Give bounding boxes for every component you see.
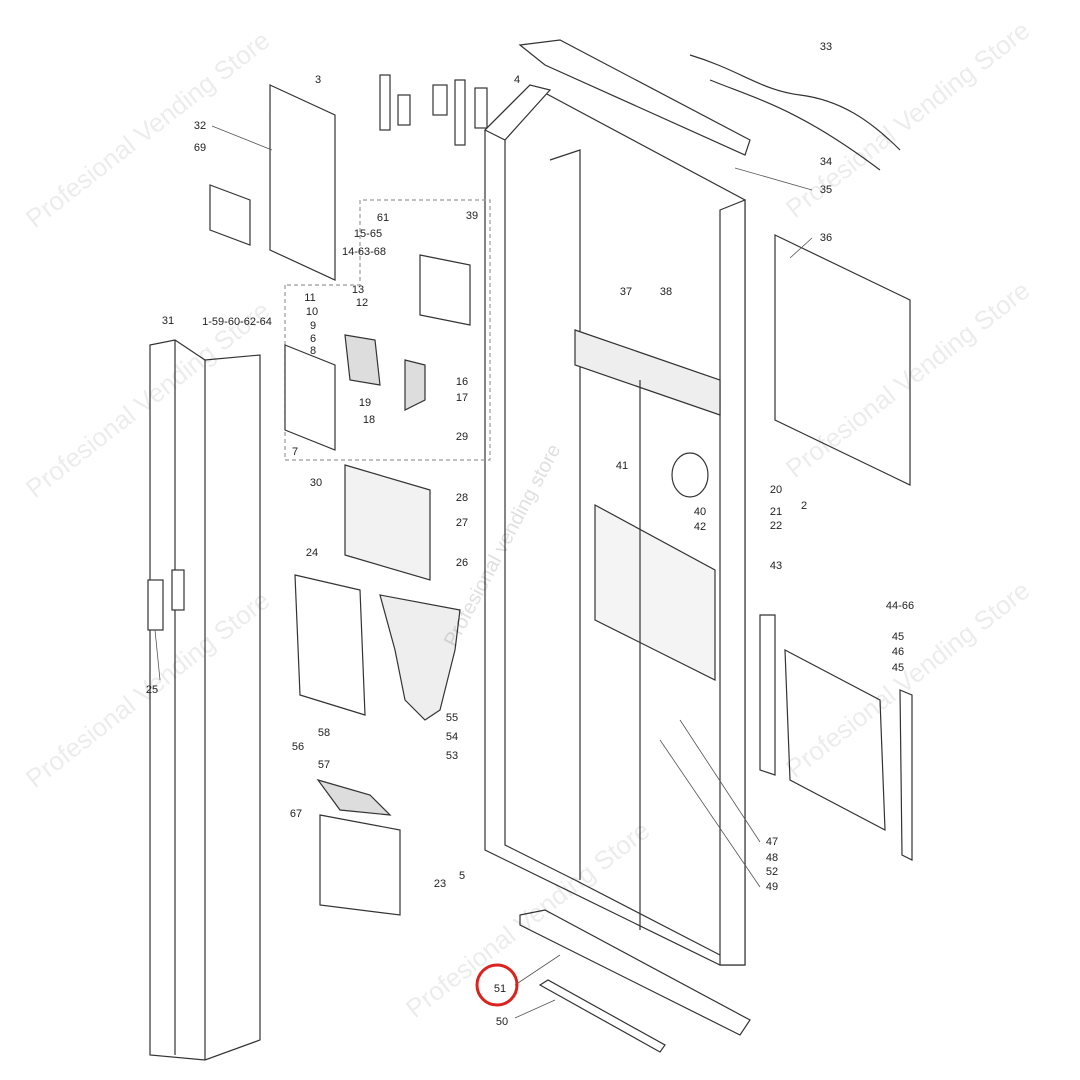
part-label: 29	[455, 431, 469, 443]
part-label: 22	[769, 520, 783, 532]
part-label: 4	[513, 74, 521, 86]
highlight-circle	[475, 963, 519, 1007]
cabinet-frame	[483, 84, 746, 966]
part-label: 61	[376, 212, 390, 224]
part-label: 26	[455, 557, 469, 569]
part-label: 41	[615, 460, 629, 472]
part-label: 56	[291, 741, 305, 753]
part-label: 51	[493, 983, 507, 995]
part-label: 20	[769, 484, 783, 496]
part-label: 37	[619, 286, 633, 298]
part-label: 15-65	[353, 228, 383, 240]
part-label: 35	[819, 184, 833, 196]
part-label: 36	[819, 232, 833, 244]
part-label: 47	[765, 836, 779, 848]
part-label: 27	[455, 517, 469, 529]
part-label: 6	[309, 333, 317, 345]
part-label: 42	[693, 521, 707, 533]
part-label: 19	[358, 397, 372, 409]
part-label: 32	[193, 120, 207, 132]
part-label: 50	[495, 1016, 509, 1028]
part-label: 52	[765, 866, 779, 878]
part-label: 7	[291, 446, 299, 458]
bottom-plate	[519, 909, 751, 1036]
part-label: 45	[891, 631, 905, 643]
part-label: 2	[800, 500, 808, 512]
part-label: 40	[693, 506, 707, 518]
part-label: 8	[309, 345, 317, 357]
part-label: 58	[317, 727, 331, 739]
part-label: 43	[769, 560, 783, 572]
part-label: 44-66	[885, 600, 915, 612]
part-label: 45	[891, 662, 905, 674]
part-label: 49	[765, 881, 779, 893]
part-label: 23	[433, 878, 447, 890]
front-door-column	[147, 339, 261, 1061]
part-label: 9	[309, 320, 317, 332]
part-label: 16	[455, 376, 469, 388]
part-label: 10	[305, 306, 319, 318]
panel-36	[774, 234, 911, 486]
part-label: 18	[362, 414, 376, 426]
bottom-strip	[538, 979, 666, 1053]
part-label: 54	[445, 731, 459, 743]
part-label: 13	[351, 284, 365, 296]
part-label: 38	[659, 286, 673, 298]
part-label: 39	[465, 210, 479, 222]
part-label: 5	[458, 870, 466, 882]
plate-69	[209, 184, 251, 246]
part-label: 30	[309, 477, 323, 489]
part-label: 25	[145, 684, 159, 696]
part-label: 14-63-68	[341, 246, 387, 258]
part-label: 21	[769, 506, 783, 518]
part-label: 48	[765, 852, 779, 864]
part-label: 33	[819, 41, 833, 53]
part-label: 34	[819, 156, 833, 168]
part-label: 67	[289, 808, 303, 820]
part-label: 55	[445, 712, 459, 724]
part-label: 57	[317, 759, 331, 771]
part-label: 69	[193, 142, 207, 154]
part-label: 53	[445, 750, 459, 762]
top-rail	[518, 39, 751, 156]
part-label: 17	[455, 392, 469, 404]
part-label: 28	[455, 492, 469, 504]
part-label: 31	[161, 315, 175, 327]
panel-32	[269, 84, 336, 281]
part-label: 46	[891, 646, 905, 658]
wire-harness	[689, 54, 901, 171]
part-label: 24	[305, 547, 319, 559]
part-label: 1-59-60-62-64	[202, 316, 272, 328]
part-label: 3	[314, 74, 322, 86]
lock-group-outline	[284, 199, 491, 461]
part-label: 12	[355, 297, 369, 309]
part-label: 11	[304, 292, 316, 304]
